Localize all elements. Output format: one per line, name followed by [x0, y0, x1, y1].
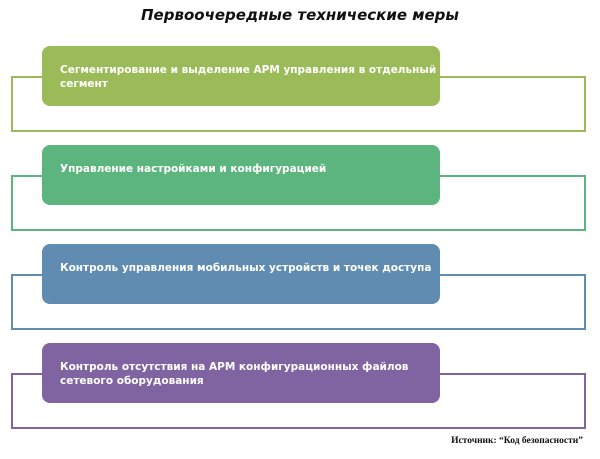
item-box: Управление настройками и конфигурацией	[42, 145, 440, 205]
source-caption: Источник: “Код безопасности”	[451, 436, 583, 446]
item-box: Контроль управления мобильных устройств …	[42, 244, 440, 304]
item-box: Сегментирование и выделение АРМ управлен…	[42, 46, 440, 106]
diagram-title: Первоочередные технические меры	[141, 6, 459, 24]
item-box: Контроль отсутствия на АРМ конфигурацион…	[42, 343, 440, 403]
